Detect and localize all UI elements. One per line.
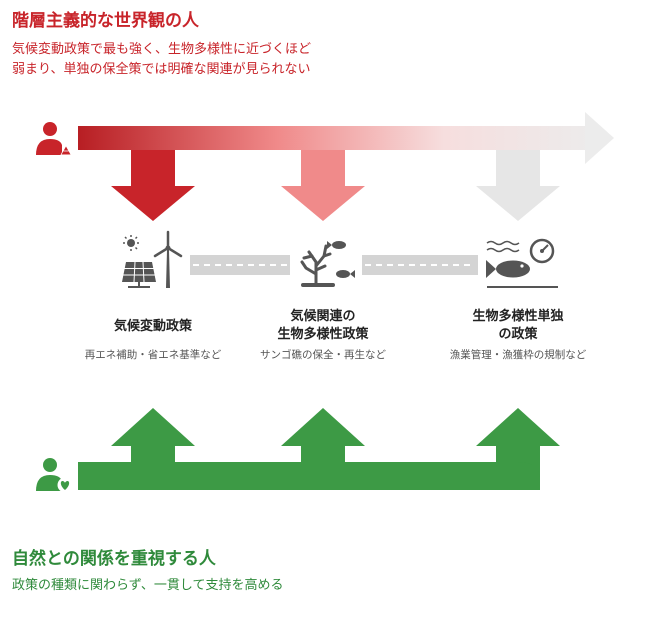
hierarchist-subtitle-line1: 気候変動政策で最も強く、生物多様性に近づくほど bbox=[12, 42, 312, 57]
policy-biodiversity-only-title-line2: の政策 bbox=[498, 327, 538, 342]
hierarchist-subtitle-line2: 弱まり、単独の保全策では明確な関連が見られない bbox=[12, 62, 311, 77]
road-connector-1 bbox=[190, 255, 290, 275]
up-arrow-biodiversity-only bbox=[476, 408, 560, 478]
policy-climate-examples: 再エネ補助・省エネ基準など bbox=[84, 349, 222, 361]
hierarchy-person-icon bbox=[36, 122, 72, 156]
policy-biodiversity-only-title: 生物多様性単独 の政策 bbox=[453, 308, 583, 344]
bottom-horizontal-bar bbox=[78, 462, 540, 490]
solar-wind-icon bbox=[122, 230, 183, 288]
hierarchist-title: 階層主義的な世界観の人 bbox=[12, 11, 199, 31]
policy-climate-biodiversity-title-line2: 生物多様性政策 bbox=[277, 327, 369, 342]
fish-gauge-icon bbox=[486, 238, 558, 288]
policy-climate-biodiversity-title-line1: 気候関連の bbox=[290, 309, 356, 324]
down-arrow-biodiversity-only bbox=[476, 150, 560, 221]
policy-climate-biodiversity-examples: サンゴ礁の保全・再生など bbox=[260, 349, 386, 361]
policy-biodiversity-only-title-line1: 生物多様性単独 bbox=[472, 309, 564, 324]
down-arrow-climate bbox=[111, 150, 195, 221]
down-arrow-climate-biodiversity bbox=[281, 150, 365, 221]
nature-relational-title: 自然との関係を重視する人 bbox=[12, 549, 216, 569]
policy-climate-biodiversity-title: 気候関連の 生物多様性政策 bbox=[253, 308, 393, 344]
policy-biodiversity-only-examples: 漁業管理・漁獲枠の規制など bbox=[449, 349, 587, 361]
policy-climate-title: 気候変動政策 bbox=[93, 318, 213, 336]
nature-relational-subtitle: 政策の種類に関わらず、一貫して支持を高める bbox=[12, 578, 284, 593]
coral-fish-icon bbox=[300, 241, 355, 287]
road-connector-2 bbox=[362, 255, 478, 275]
nature-person-icon bbox=[36, 458, 73, 493]
policy-climate-title-line1: 気候変動政策 bbox=[113, 319, 192, 334]
top-horizontal-arrow bbox=[78, 112, 614, 164]
